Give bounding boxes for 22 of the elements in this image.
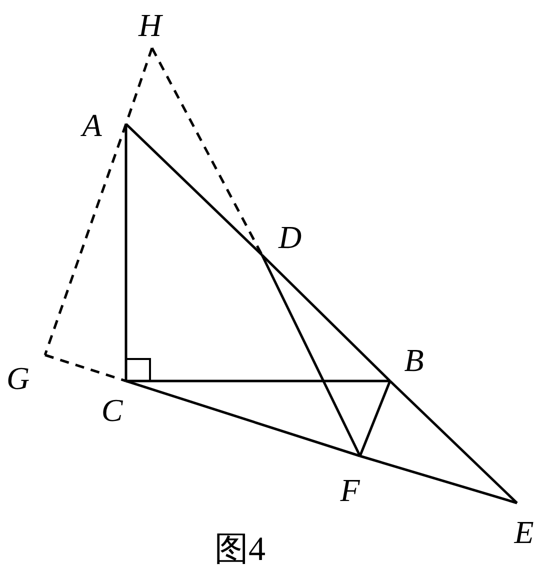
line-segment <box>358 380 392 456</box>
point-label: B <box>404 344 424 376</box>
line-segment <box>125 123 263 256</box>
point-label: F <box>340 474 360 506</box>
figure-caption: 图4 <box>214 533 266 567</box>
line-segment <box>360 454 518 504</box>
point-label: G <box>6 362 30 394</box>
line-segment <box>124 124 128 381</box>
line-segment <box>126 380 360 458</box>
point-label: H <box>138 9 162 41</box>
line-segment <box>260 254 362 457</box>
point-label: E <box>514 516 534 548</box>
line-segment <box>389 380 518 504</box>
dashed-line <box>124 48 154 124</box>
dashed-line <box>44 124 128 356</box>
dashed-line <box>150 47 264 256</box>
line-segment <box>126 380 390 382</box>
point-label: C <box>101 394 123 426</box>
dashed-line <box>44 354 126 382</box>
point-label: D <box>278 221 302 253</box>
line-segment <box>261 254 391 382</box>
point-label: A <box>82 109 102 141</box>
